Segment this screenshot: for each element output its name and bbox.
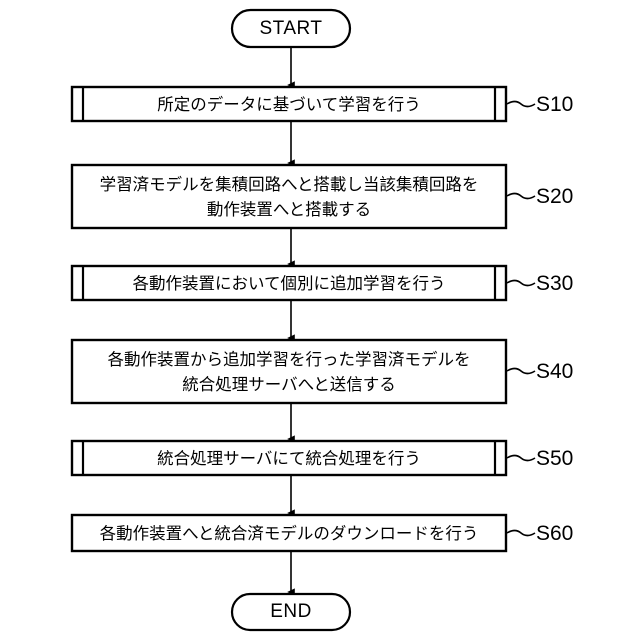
step-number-s20: S20 <box>536 185 573 209</box>
s30-box-shape <box>70 264 508 302</box>
start-terminal-shape <box>230 8 352 49</box>
step-number-s10: S10 <box>536 93 573 117</box>
s50-leader-line <box>506 454 536 462</box>
step-number-s60: S60 <box>536 522 573 546</box>
s40-leader-line <box>506 367 536 375</box>
step-number-s30-text: S30 <box>536 272 574 295</box>
step-number-s10-text: S10 <box>536 93 574 116</box>
step-number-s40-text: S40 <box>536 360 574 383</box>
step-number-s30: S30 <box>536 272 573 296</box>
s20-box-shape <box>70 163 508 230</box>
step-number-s50-text: S50 <box>536 447 574 470</box>
end-terminal-shape <box>230 592 352 632</box>
s60-leader-line <box>506 529 536 537</box>
s10-box-shape <box>70 85 508 123</box>
s40-box-shape <box>70 338 508 405</box>
step-number-s20-text: S20 <box>536 185 574 208</box>
step-number-s60-text: S60 <box>536 522 574 545</box>
s50-box-shape <box>70 439 508 477</box>
step-number-s40: S40 <box>536 360 573 384</box>
s30-leader-line <box>506 279 536 287</box>
s60-box-shape <box>70 513 508 553</box>
step-number-s50: S50 <box>536 447 573 471</box>
s10-leader-line <box>506 100 536 108</box>
s20-leader-line <box>506 192 536 200</box>
